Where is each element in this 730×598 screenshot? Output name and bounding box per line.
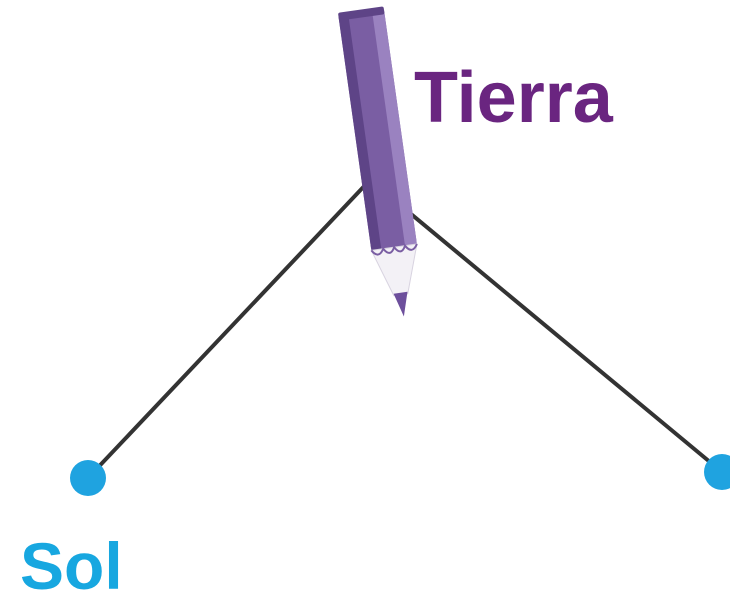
right-point-icon (704, 454, 730, 490)
sun-label: Sol (20, 529, 123, 598)
earth-label: Tierra (414, 58, 613, 138)
earth-to-right-point-line (368, 178, 724, 474)
sun-to-earth-line (86, 178, 372, 480)
pencil-icon (338, 6, 418, 317)
sun-point-icon (70, 460, 106, 496)
